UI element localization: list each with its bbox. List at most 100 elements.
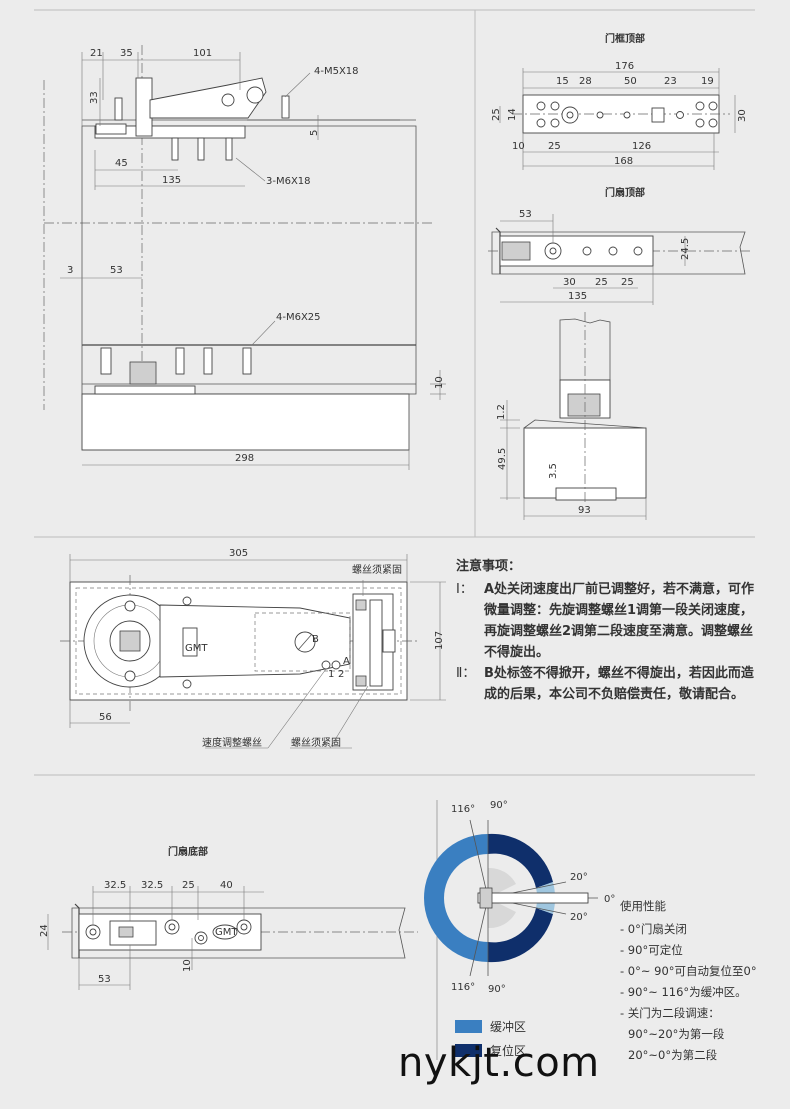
dim-19: 19: [701, 76, 714, 87]
plan-brand-label: GMT: [185, 643, 208, 654]
plan-mark-2: 2: [338, 669, 344, 680]
label-tighten-bottom: 螺丝须紧固: [291, 737, 341, 749]
side-view: 1.2 49.5 3.5 93: [496, 312, 647, 520]
dim-49-5: 49.5: [497, 448, 508, 470]
dim-305: 305: [229, 548, 248, 559]
legend-label-buffer: 缓冲区: [490, 1019, 527, 1034]
dim-33: 33: [89, 91, 100, 104]
dim-25: 25: [182, 880, 195, 891]
dim-176: 176: [615, 61, 634, 72]
dim-1-2: 1.2: [496, 404, 507, 420]
dim-45: 45: [115, 158, 128, 169]
note-number-2: Ⅱ：: [456, 666, 476, 681]
dim-15: 15: [556, 76, 569, 87]
angle-20-top: 20°: [570, 872, 588, 883]
performance-item: - 90°可定位: [620, 943, 683, 957]
performance-item: 20°~0°为第二段: [628, 1048, 718, 1062]
dim-50: 50: [624, 76, 637, 87]
dim-135: 135: [162, 175, 181, 186]
dim-53: 53: [519, 209, 532, 220]
dim-30-vertical: 30: [737, 109, 748, 122]
dim-32-5-a: 32.5: [104, 880, 126, 891]
dim-107: 107: [434, 631, 445, 650]
performance-block: 使用性能 - 0°门扇关闭 - 90°可定位 - 0°~ 90°可自动复位至0°…: [620, 896, 757, 1066]
angle-116-bottom: 116°: [451, 982, 475, 993]
door-top-view: 门扇顶部 53 24.5 30 25 25 135: [488, 186, 750, 305]
dim-101: 101: [193, 48, 212, 59]
legend-swatch-reset: [455, 1043, 482, 1057]
label-tighten-top: 螺丝须紧固: [352, 564, 402, 576]
legend-item-reset: 复位区: [455, 1038, 526, 1062]
dim-21: 21: [90, 48, 103, 59]
dim-40: 40: [220, 880, 233, 891]
dim-14: 14: [507, 108, 518, 121]
dim-298: 298: [235, 453, 254, 464]
dim-3-5: 3.5: [548, 463, 559, 479]
notes-heading: 注意事项：: [456, 559, 522, 574]
dim-23: 23: [664, 76, 677, 87]
front-view: 21 35 101 33 5 45 135 3 53 10 298 4-M5X1…: [43, 45, 446, 470]
dim-126: 126: [632, 141, 651, 152]
angle-0: 0°: [604, 894, 615, 905]
dim-24-5: 24.5: [680, 238, 691, 260]
note-item-1: Ⅰ： A处关闭速度出厂前已调整好，若不满意，可作微量调整：先旋调整螺丝1调第一段…: [456, 579, 756, 663]
label-3-m6x18: 3-M6X18: [266, 176, 311, 187]
dim-25-a: 25: [595, 277, 608, 288]
dim-25: 25: [548, 141, 561, 152]
dim-35: 35: [120, 48, 133, 59]
dim-135: 135: [568, 291, 587, 302]
legend-label-reset: 复位区: [490, 1043, 527, 1058]
angle-diagram: 116° 90° 20° 0° 20° 116° 90°: [424, 800, 615, 1060]
reset-zone-arc-top: [488, 833, 553, 888]
label-speed-screw: 速度调整螺丝: [202, 736, 262, 749]
watermark-text: nykjt.com: [398, 1040, 600, 1086]
door-bottom-title: 门扇底部: [168, 845, 208, 858]
dim-24: 24: [39, 924, 50, 937]
plan-mark-b: B: [312, 634, 319, 645]
dim-28: 28: [579, 76, 592, 87]
note-item-2: Ⅱ： B处标签不得掀开，螺丝不得旋出，若因此而造成的后果，本公司不负赔偿责任，敬…: [456, 663, 756, 705]
performance-item: - 0°门扇关闭: [620, 922, 687, 936]
dim-32-5-b: 32.5: [141, 880, 163, 891]
note-text-1: A处关闭速度出厂前已调整好，若不满意，可作微量调整：先旋调整螺丝1调第一段关闭速…: [484, 582, 755, 660]
dim-53: 53: [110, 265, 123, 276]
door-top-title: 门扇顶部: [605, 186, 645, 199]
angle-20-bottom: 20°: [570, 912, 588, 923]
dim-25-vertical: 25: [491, 108, 502, 121]
performance-item: - 90°~ 116°为缓冲区。: [620, 985, 747, 999]
angle-90-bottom: 90°: [488, 984, 506, 995]
plan-mark-1: 1: [328, 669, 334, 680]
dim-56: 56: [99, 712, 112, 723]
dim-10: 10: [434, 376, 445, 389]
frame-top-title: 门框顶部: [605, 32, 645, 45]
legend: 缓冲区 复位区: [455, 1014, 526, 1062]
performance-title: 使用性能: [620, 899, 666, 913]
note-text-2: B处标签不得掀开，螺丝不得旋出，若因此而造成的后果，本公司不负赔偿责任，敬请配合…: [484, 666, 754, 702]
legend-swatch-buffer: [455, 1019, 482, 1033]
reset-zone-arc-bottom: [488, 908, 553, 963]
dim-30: 30: [563, 277, 576, 288]
dim-3: 3: [67, 265, 73, 276]
dim-10: 10: [182, 959, 193, 972]
dim-168: 168: [614, 156, 633, 167]
label-4-m6x25: 4-M6X25: [276, 312, 321, 323]
plan-view: GMT B A 1 2 305 107 56 螺丝须紧固 速度调整螺丝 螺丝须紧: [60, 548, 446, 749]
plan-mark-a: A: [343, 656, 350, 667]
dim-10: 10: [512, 141, 525, 152]
dim-53: 53: [98, 974, 111, 985]
door-bottom-view: 门扇底部 GMT 32.5 32.5 25 40 24 10 53: [39, 845, 418, 990]
note-number-1: Ⅰ：: [456, 582, 473, 597]
legend-item-buffer: 缓冲区: [455, 1014, 526, 1038]
label-4-m5x18: 4-M5X18: [314, 66, 359, 77]
performance-item: - 0°~ 90°可自动复位至0°: [620, 964, 757, 978]
dim-93: 93: [578, 505, 591, 516]
performance-item: 90°~20°为第一段: [628, 1027, 725, 1041]
dim-25-b: 25: [621, 277, 634, 288]
dim-5: 5: [309, 130, 320, 136]
frame-top-view: 门框顶部 176 15 28 50 23 19 25 14 30 10 25 1…: [491, 32, 748, 170]
notes-block: 注意事项： Ⅰ： A处关闭速度出厂前已调整好，若不满意，可作微量调整：先旋调整螺…: [456, 556, 756, 705]
performance-item: - 关门为二段调速：: [620, 1006, 720, 1020]
angle-116-top: 116°: [451, 804, 475, 815]
door-bottom-brand: GMT: [215, 927, 238, 938]
